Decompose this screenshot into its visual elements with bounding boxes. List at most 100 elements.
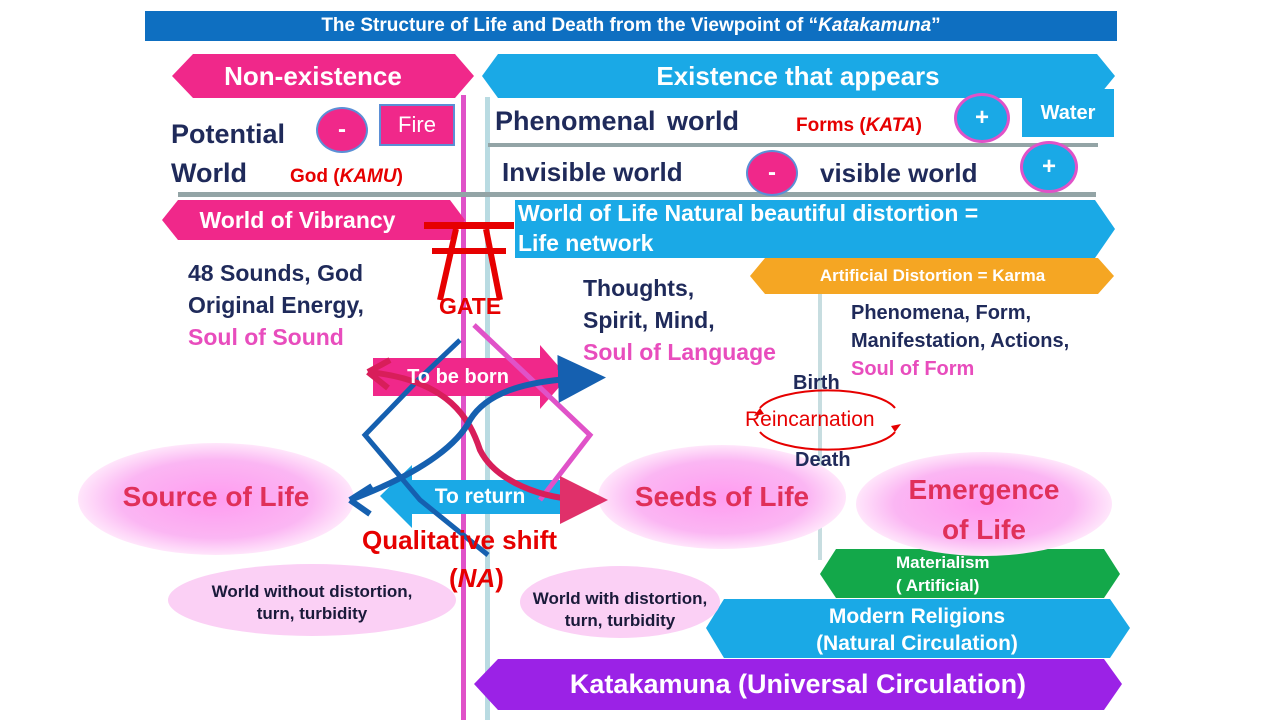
red-curve <box>367 369 608 524</box>
na-emph: NA <box>457 563 496 593</box>
label-religions-line1: Modern Religions <box>828 605 1006 628</box>
arrow-life <box>515 200 1115 258</box>
horizontal-line-main <box>178 192 1096 197</box>
label-god: God (KAMU) <box>290 166 403 188</box>
label-reincarnation: Reincarnation <box>745 408 875 431</box>
label-forms: Forms (KATA) <box>796 115 922 137</box>
phenomena-line3: Soul of Form <box>851 358 975 380</box>
label-life: World of Life Natural beautiful distorti… <box>518 198 1098 258</box>
fire-box: Fire <box>379 104 455 146</box>
emergence-line1: Emergence <box>908 474 1060 505</box>
god-emph: KAMU <box>339 166 397 187</box>
label-qualitative-shift: Qualitative shift <box>362 525 558 555</box>
label-materialism-line2: ( Artificial) <box>896 576 980 595</box>
label-seeds: Seeds of Life <box>634 481 810 512</box>
emergence-line2: of Life <box>942 514 1026 545</box>
label-emergence: Emergence of Life <box>856 470 1112 550</box>
label-death: Death <box>795 449 851 471</box>
forms-emph: KATA <box>865 115 916 136</box>
title-prefix: The Structure of Life and Death from the… <box>321 15 819 36</box>
label-visible: visible world <box>820 158 978 188</box>
label-na: (NA) <box>449 563 504 594</box>
label-non-existence: Non-existence <box>224 60 402 91</box>
with-line1: World with distortion, <box>532 589 708 608</box>
without-line2: turn, turbidity <box>256 604 368 623</box>
label-katakamuna: Katakamuna (Universal Circulation) <box>569 668 1027 699</box>
blue-curve <box>348 354 606 503</box>
torii-gate-icon <box>424 222 514 301</box>
title-emph: Katakamuna <box>818 15 932 36</box>
ellipse-with <box>520 566 720 638</box>
label-karma: Artificial Distortion = Karma <box>819 266 1046 285</box>
label-phenomenal: Phenomenal world <box>495 106 740 136</box>
label-gate: GATE <box>439 293 502 319</box>
vertical-line-grey <box>818 290 822 560</box>
vertical-line-pink <box>461 95 466 720</box>
label-religions-line2: (Natural Circulation) <box>816 632 1018 655</box>
phenomena-block: Phenomena, Form, Manifestation, Actions,… <box>851 299 1069 383</box>
plus-circle-visible: + <box>1020 141 1078 193</box>
arrow-existence <box>482 54 1115 98</box>
reincarnation-cycle-icon <box>754 389 901 451</box>
label-without-distortion: World without distortion, turn, turbidit… <box>180 581 444 625</box>
phenomena-line1: Phenomena, Form, <box>851 302 1032 324</box>
label-materialism: Materialism ( Artificial) <box>836 551 1104 597</box>
forms-prefix: Forms ( <box>796 115 866 136</box>
label-vibrancy: World of Vibrancy <box>199 206 396 233</box>
blue-curve-left-head <box>348 483 374 517</box>
red-curve-left-head <box>366 357 392 391</box>
arrow-vibrancy <box>162 200 465 240</box>
label-religions: Modern Religions (Natural Circulation) <box>724 603 1110 657</box>
ellipse-source <box>78 443 354 555</box>
label-birth: Birth <box>793 372 840 394</box>
blue-zigzag-top <box>418 338 462 380</box>
arrow-katakamuna <box>474 659 1122 710</box>
label-with-distortion: World with distortion, turn, turbidity <box>520 588 720 632</box>
vertical-line-cyan <box>485 97 490 720</box>
horizontal-line-top <box>488 143 1098 147</box>
god-suffix: ) <box>396 166 403 187</box>
label-existence: Existence that appears <box>656 60 940 91</box>
sounds-line3: Soul of Sound <box>188 324 344 350</box>
water-box: Water <box>1022 89 1114 137</box>
label-to-return: To return <box>434 485 526 508</box>
arrow-religions <box>706 599 1130 658</box>
ellipse-seeds <box>598 445 846 549</box>
blue-zigzag <box>361 376 490 557</box>
ellipse-without <box>168 564 456 636</box>
god-prefix: God ( <box>290 166 340 187</box>
sounds-line2: Original Energy, <box>188 292 364 318</box>
title-suffix: ” <box>931 15 941 36</box>
na-close: ) <box>495 563 504 593</box>
arrow-karma <box>750 258 1114 294</box>
arrow-materialism <box>820 549 1120 598</box>
thoughts-line1: Thoughts, <box>583 275 695 301</box>
plus-circle-water: + <box>954 93 1010 143</box>
page-title: The Structure of Life and Death from the… <box>145 11 1117 41</box>
label-life-line2: Life network <box>518 230 654 256</box>
minus-circle-invisible: - <box>746 150 798 196</box>
sounds-line1: 48 Sounds, God <box>188 260 364 286</box>
thoughts-line3: Soul of Language <box>583 339 776 365</box>
label-invisible: Invisible world <box>502 157 683 187</box>
pink-zigzag <box>472 323 594 502</box>
thoughts-block: Thoughts, Spirit, Mind, Soul of Language <box>583 272 776 368</box>
arrow-to-be-born <box>373 345 568 409</box>
label-to-be-born: To be born <box>407 365 509 388</box>
label-life-line1: World of Life Natural beautiful distorti… <box>518 200 979 226</box>
label-world: World <box>171 158 247 188</box>
thoughts-line2: Spirit, Mind, <box>583 307 715 333</box>
ellipse-emergence <box>856 452 1112 556</box>
forms-suffix: ) <box>915 115 922 136</box>
label-source: Source of Life <box>122 481 310 512</box>
na-open: ( <box>449 563 458 593</box>
label-materialism-line1: Materialism <box>896 553 990 572</box>
with-line2: turn, turbidity <box>564 611 676 630</box>
without-line1: World without distortion, <box>211 582 413 601</box>
phenomena-line2: Manifestation, Actions, <box>851 330 1070 352</box>
minus-circle-fire: - <box>316 107 368 153</box>
arrow-non-existence <box>172 54 474 98</box>
sounds-block: 48 Sounds, God Original Energy, Soul of … <box>188 257 364 353</box>
label-potential: Potential <box>171 119 286 149</box>
